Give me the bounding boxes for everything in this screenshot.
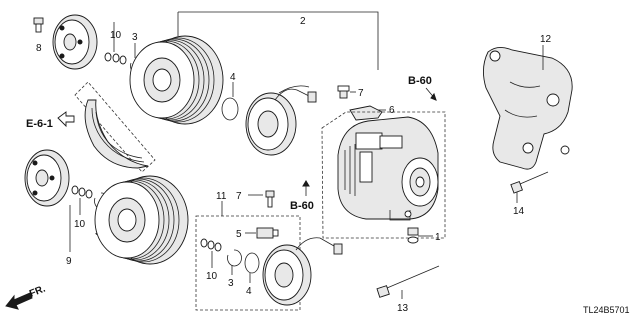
callout-12: 12 — [540, 34, 552, 45]
callout-1: 1 — [435, 232, 441, 243]
mounting-bracket-12 — [483, 47, 573, 170]
front-direction-arrow-icon — [5, 292, 33, 310]
snap-ring-4-kit — [244, 252, 260, 274]
callout-4: 4 — [230, 72, 236, 83]
arrow-up-icon — [302, 180, 310, 187]
diagram-code: TL24B5701 — [583, 305, 630, 315]
callout-2: 2 — [300, 16, 306, 27]
shims-10-kit — [200, 238, 222, 252]
field-coil-top — [245, 85, 317, 156]
ref-e61: E-6-1 — [26, 118, 53, 130]
pulley-bottom — [94, 175, 189, 265]
bolt-13 — [376, 265, 440, 298]
pulley-top — [129, 35, 224, 125]
callout-7: 7 — [358, 88, 364, 99]
compressor-group-box — [321, 111, 446, 239]
callout-14: 14 — [513, 206, 525, 217]
front-direction-label: FR. — [28, 283, 47, 299]
arrow-left-icon — [57, 111, 75, 128]
shims-10-bottom — [71, 185, 93, 199]
snap-ring-3-kit — [227, 249, 242, 267]
callout-8: 8 — [36, 43, 42, 54]
bolt-8 — [33, 17, 44, 33]
group-bracket-2 — [178, 11, 379, 70]
ref-b60-top: B-60 — [408, 75, 432, 87]
clutch-plate-bottom — [24, 149, 70, 207]
bracket-6 — [349, 105, 383, 121]
compressor-body — [337, 116, 439, 221]
callout-11: 11 — [216, 191, 227, 202]
callout-4: 4 — [246, 286, 252, 297]
clutch-kit-group-box — [195, 215, 301, 311]
callout-5: 5 — [236, 229, 242, 240]
callout-3: 3 — [228, 278, 234, 289]
sensor-7-top — [337, 85, 350, 99]
callout-10: 10 — [110, 30, 122, 41]
field-coil-bottom — [262, 237, 343, 306]
callout-9: 9 — [66, 256, 72, 267]
relief-valve-1 — [407, 227, 419, 244]
clutch-plate-top — [52, 14, 98, 70]
callout-10: 10 — [74, 219, 86, 230]
callout-6: 6 — [389, 105, 395, 116]
callout-13: 13 — [397, 303, 409, 314]
callout-3: 3 — [132, 32, 138, 43]
shims-10-top — [104, 52, 127, 65]
callout-10: 10 — [206, 271, 218, 282]
thermal-protector-5 — [256, 227, 279, 239]
ref-b60-mid: B-60 — [290, 200, 314, 212]
arrow-icon — [430, 92, 437, 101]
callout-7: 7 — [236, 191, 242, 202]
bolt-14 — [510, 171, 549, 194]
drive-belt — [74, 81, 156, 173]
sensor-7-bottom — [265, 190, 275, 208]
snap-ring-4-top — [221, 97, 239, 121]
